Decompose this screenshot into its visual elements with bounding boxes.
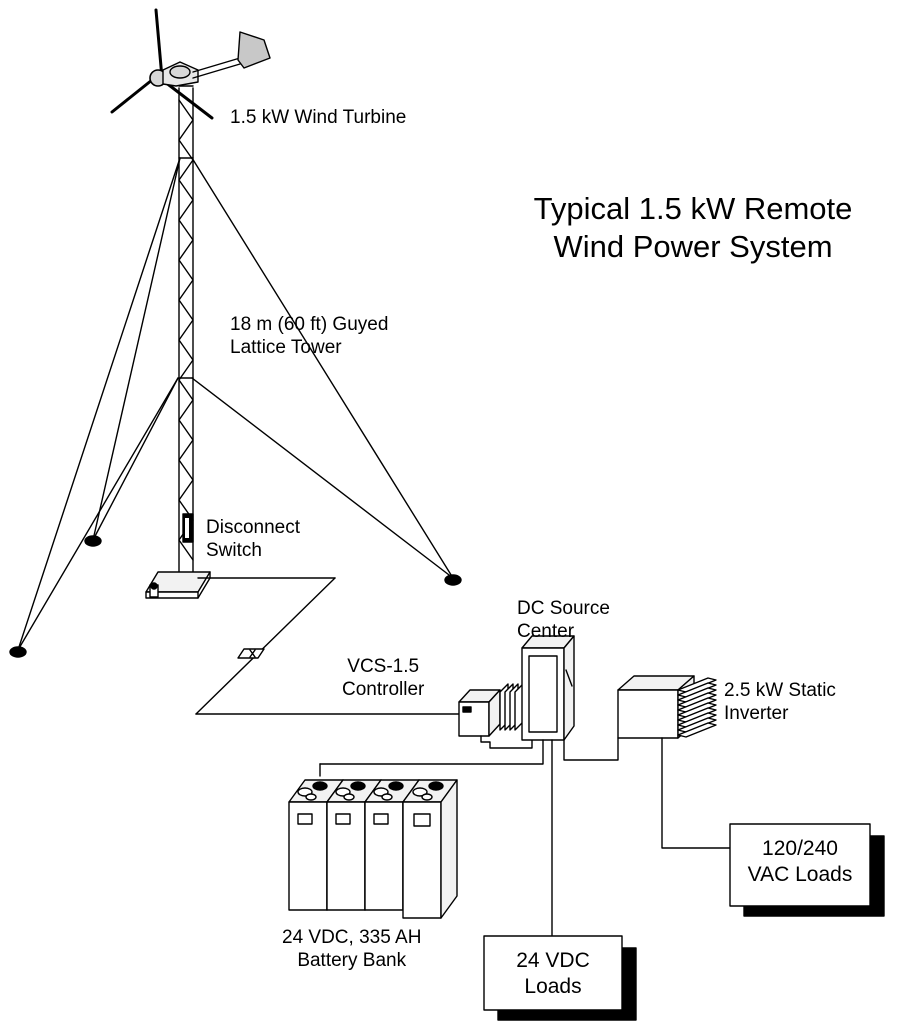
dc-loads-label: 24 VDC Loads (484, 948, 622, 1000)
dc-loads-line-2: Loads (484, 974, 622, 1000)
title-line-2: Wind Power System (498, 228, 888, 266)
dc-loads-line-1: 24 VDC (484, 948, 622, 974)
battery-label-line-2: Battery Bank (282, 949, 421, 972)
disconnect-label-line-1: Disconnect (206, 516, 300, 539)
turbine-label: 1.5 kW Wind Turbine (230, 106, 406, 129)
ac-loads-line-2: VAC Loads (730, 862, 870, 888)
vcs-controller (459, 684, 532, 748)
tower-label-line-1: 18 m (60 ft) Guyed (230, 313, 388, 336)
disconnect-switch-label: Disconnect Switch (206, 516, 300, 562)
tower-label: 18 m (60 ft) Guyed Lattice Tower (230, 313, 388, 359)
lattice-tower (179, 88, 193, 572)
dc-source-center (522, 636, 574, 740)
battery-bank (289, 780, 457, 918)
battery-cell (403, 780, 457, 918)
controller-heatsink (500, 684, 523, 730)
inline-fuse (238, 649, 264, 658)
static-inverter (618, 676, 734, 848)
disconnect-switch-box (183, 514, 193, 542)
dc-source-label-line-1: DC Source (517, 597, 610, 620)
ac-loads-line-1: 120/240 (730, 836, 870, 862)
controller-label-line-2: Controller (342, 678, 424, 701)
ac-loads-label: 120/240 VAC Loads (730, 836, 870, 888)
diagram-title: Typical 1.5 kW Remote Wind Power System (498, 190, 888, 266)
dc-source-center-label: DC Source Center (517, 597, 610, 643)
title-line-1: Typical 1.5 kW Remote (498, 190, 888, 228)
disconnect-label-line-2: Switch (206, 539, 300, 562)
battery-label-line-1: 24 VDC, 335 AH (282, 926, 421, 949)
guy-wires (18, 158, 453, 650)
tower-base (146, 572, 210, 598)
inverter-label-line-2: Inverter (724, 702, 836, 725)
dc-source-label-line-2: Center (517, 620, 610, 643)
controller-label: VCS-1.5 Controller (342, 655, 424, 701)
controller-label-line-1: VCS-1.5 (342, 655, 424, 678)
tower-label-line-2: Lattice Tower (230, 336, 388, 359)
battery-bank-label: 24 VDC, 335 AH Battery Bank (282, 926, 421, 972)
wind-turbine (112, 10, 270, 118)
inverter-label: 2.5 kW Static Inverter (724, 679, 836, 725)
inverter-label-line-1: 2.5 kW Static (724, 679, 836, 702)
